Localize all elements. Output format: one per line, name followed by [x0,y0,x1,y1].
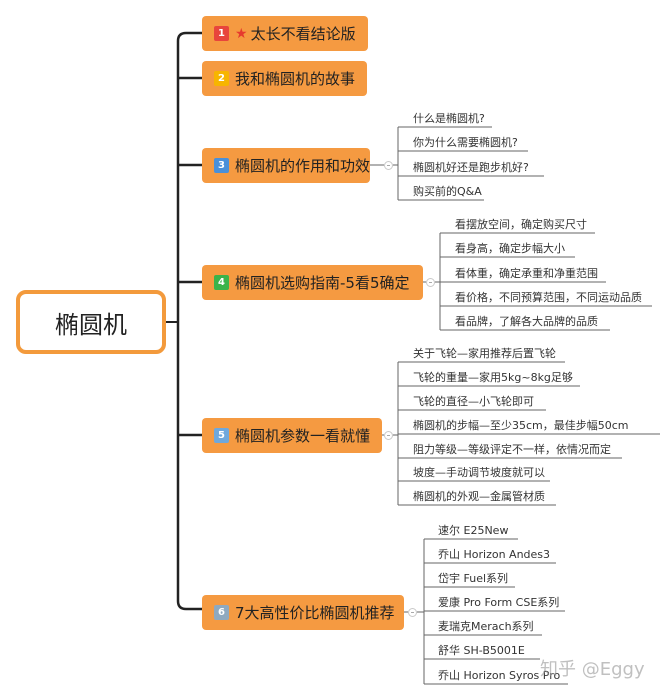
branch-label: 椭圆机选购指南-5看5确定 [235,274,410,292]
branch-2[interactable]: 2 我和椭圆机的故事 [202,61,367,96]
leaf-item[interactable]: 爱康 Pro Form CSE系列 [438,596,560,609]
branch-5[interactable]: 5 椭圆机参数一看就懂 [202,418,382,453]
root-node[interactable]: 椭圆机 [16,290,166,354]
branch-1[interactable]: 1 ★ 太长不看结论版 [202,16,368,51]
number-badge: 2 [214,71,229,86]
leaf-item[interactable]: 椭圆机的外观—金属管材质 [413,490,545,503]
leaf-item[interactable]: 舒华 SH-B5001E [438,644,525,657]
star-icon: ★ [235,25,248,42]
number-badge: 5 [214,428,229,443]
branch-3[interactable]: 3 椭圆机的作用和功效 [202,148,370,183]
branch-6[interactable]: 6 7大高性价比椭圆机推荐 [202,595,404,630]
number-badge: 1 [214,26,229,41]
branch-label: 我和椭圆机的故事 [235,70,356,88]
branch-4[interactable]: 4 椭圆机选购指南-5看5确定 [202,265,423,300]
root-label: 椭圆机 [55,310,127,339]
leaf-item[interactable]: 岱宇 Fuel系列 [438,572,509,585]
branch-label: 椭圆机参数一看就懂 [235,427,371,445]
leaf-item[interactable]: 飞轮的直径—小飞轮即可 [413,395,534,408]
number-badge: 3 [214,158,229,173]
leaf-item[interactable]: 飞轮的重量—家用5kg~8kg足够 [413,371,573,384]
leaf-item[interactable]: 椭圆机好还是跑步机好? [413,161,529,174]
number-badge: 4 [214,275,229,290]
leaf-item[interactable]: 看体重，确定承重和净重范围 [455,267,598,280]
branch-label: 太长不看结论版 [250,25,356,43]
leaf-item[interactable]: 你为什么需要椭圆机? [413,136,518,149]
collapse-toggle-icon[interactable] [384,161,393,170]
leaf-item[interactable]: 关于飞轮—家用推荐后置飞轮 [413,347,556,360]
collapse-toggle-icon[interactable] [408,608,417,617]
leaf-item[interactable]: 乔山 Horizon Andes3 [438,548,551,561]
leaf-item[interactable]: 速尔 E25New [438,524,509,537]
collapse-toggle-icon[interactable] [426,278,435,287]
collapse-toggle-icon[interactable] [384,431,393,440]
leaf-item[interactable]: 看摆放空间，确定购买尺寸 [455,218,587,231]
leaf-item[interactable]: 购买前的Q&A [413,185,482,198]
leaf-item[interactable]: 坡度—手动调节坡度就可以 [413,466,545,479]
branch-label: 7大高性价比椭圆机推荐 [235,604,395,622]
leaf-item[interactable]: 看身高，确定步幅大小 [455,242,565,255]
leaf-item[interactable]: 阻力等级—等级评定不一样，依情况而定 [413,443,611,456]
branch-label: 椭圆机的作用和功效 [235,157,371,175]
leaf-item[interactable]: 椭圆机的步幅—至少35cm，最佳步幅50cm [413,419,629,432]
leaf-item[interactable]: 看价格，不同预算范围，不同运动品质 [455,291,642,304]
leaf-item[interactable]: 什么是椭圆机? [413,112,485,125]
leaf-item[interactable]: 乔山 Horizon Syros Pro [438,669,561,682]
leaf-item[interactable]: 看品牌，了解各大品牌的品质 [455,315,598,328]
watermark: 知乎 @Eggy [540,659,645,680]
leaf-item[interactable]: 麦瑞克Merach系列 [438,620,534,633]
number-badge: 6 [214,605,229,620]
